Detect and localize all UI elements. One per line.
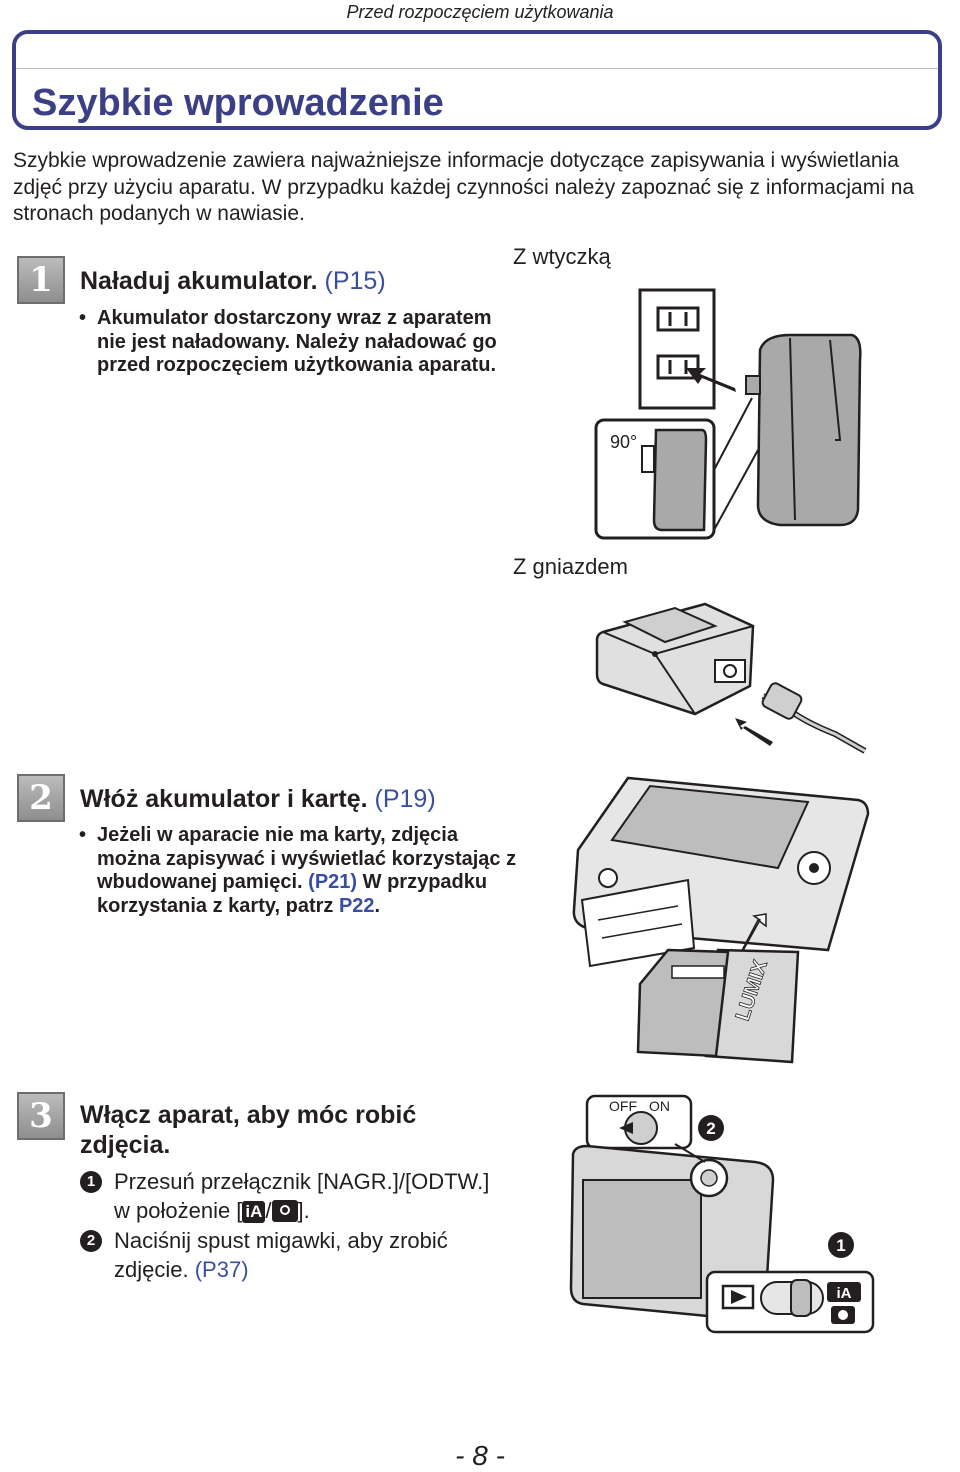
step-2-bullet-ref1: (P21) — [308, 871, 358, 893]
title-box: Szybkie wprowadzenie — [12, 30, 942, 130]
power-switch-illustration: OFF ON 2 1 iA — [569, 1094, 875, 1334]
charger-socket-illustration — [595, 602, 867, 754]
marker-2: 2 — [80, 1230, 102, 1252]
section-header: Przed rozpoczęciem użytkowania — [346, 2, 614, 22]
battery-card-illustration: LUMIX — [572, 776, 870, 1064]
step-3-item-1-line1: Przesuń przełącznik [NAGR.]/[ODTW.] — [114, 1169, 490, 1194]
charger-box — [595, 602, 755, 716]
item-1-line2-post: ]. — [297, 1198, 310, 1223]
item-2-line2-text: zdjęcie. — [114, 1257, 189, 1282]
step-3-item-2-line1: Naciśnij spust migawki, aby zrobić — [114, 1228, 448, 1253]
step-2-ref: (P19) — [374, 785, 436, 813]
switch-on-label: ON — [649, 1098, 670, 1114]
step-1-bullet: • Akumulator dostarczony wraz z aparatem… — [79, 307, 497, 378]
callout-1-icon — [828, 1232, 854, 1258]
ia-icon-text: iA — [245, 1202, 263, 1221]
charger-plug-illustration: 90° — [594, 288, 862, 540]
step-2-title: Włóż akumulator i kartę. (P19) — [80, 784, 436, 814]
charger-body — [756, 333, 862, 527]
intro-paragraph: Szybkie wprowadzenie zawiera najważniejs… — [13, 149, 915, 225]
step-1-title: Naładuj akumulator. (P15) — [80, 266, 386, 296]
step-2-bullet-text-b: W przypadku korzystania z karty, patrz — [97, 871, 488, 917]
marker-1: 1 — [80, 1171, 102, 1193]
ac-socket — [714, 659, 746, 683]
intelligent-auto-icon — [827, 1282, 861, 1302]
step-3-item-1: 1 Przesuń przełącznik [NAGR.]/[ODTW.] w … — [80, 1167, 520, 1225]
step-2-title-text: Włóż akumulator i kartę. — [80, 785, 368, 813]
angle-label: 90° — [610, 432, 637, 452]
step-3-title: Włącz aparat, aby móc robić zdjęcia. — [80, 1100, 416, 1160]
step-2-bullet-ref2: P22 — [338, 894, 375, 917]
step-3-title-line1: Włącz aparat, aby móc robić — [80, 1101, 417, 1129]
step-1-number: 1 — [17, 256, 65, 304]
step-2-bullet-text-a: Jeżeli w aparacie nie ma karty, zdjęcia … — [97, 824, 517, 893]
step-3-item-2-line2: zdjęcie. (P37) — [114, 1255, 520, 1284]
callout-1: 1 — [836, 1236, 845, 1255]
step-3-number: 3 — [17, 1092, 65, 1140]
title-band — [16, 34, 938, 69]
camera-icon — [271, 1200, 298, 1222]
bullet-dot: • — [79, 824, 87, 846]
item-1-line2-pre: w położenie [ — [114, 1198, 243, 1223]
callout-2-icon — [698, 1115, 724, 1141]
step-3-item-1-line2: w położenie [iA/]. — [114, 1198, 310, 1223]
socket-label: Z gniazdem — [513, 554, 628, 579]
bullet-dot: • — [79, 307, 87, 329]
step-2-bullet: • Jeżeli w aparacie nie ma karty, zdjęci… — [79, 824, 517, 918]
ia-label: iA — [837, 1285, 852, 1302]
callout-2: 2 — [706, 1119, 715, 1138]
intelligent-auto-icon: iA — [242, 1201, 266, 1223]
camera-lcd — [610, 784, 810, 870]
camera-screen — [582, 1179, 702, 1299]
step-3-item-2: 2 Naciśnij spust migawki, aby zrobić zdj… — [80, 1226, 520, 1284]
page-number: - 8 - — [455, 1440, 505, 1471]
step-1-bullet-text: Akumulator dostarczony wraz z aparatem n… — [97, 307, 497, 376]
step-2-number: 2 — [17, 774, 65, 822]
step-3-ref: (P37) — [194, 1257, 249, 1282]
insert-arrow-icon — [735, 718, 773, 746]
step-2-bullet-end: . — [374, 894, 381, 917]
step-1-title-text: Naładuj akumulator. — [80, 267, 318, 295]
plug-label: Z wtyczką — [513, 244, 611, 269]
insert-arrow-icon — [686, 368, 736, 392]
step-1-ref: (P15) — [324, 267, 386, 295]
page-title: Szybkie wprowadzenie — [32, 82, 444, 124]
battery-door — [580, 878, 696, 968]
step-3-title-line2: zdjęcia. — [80, 1131, 171, 1159]
switch-off-label: OFF — [609, 1098, 637, 1114]
